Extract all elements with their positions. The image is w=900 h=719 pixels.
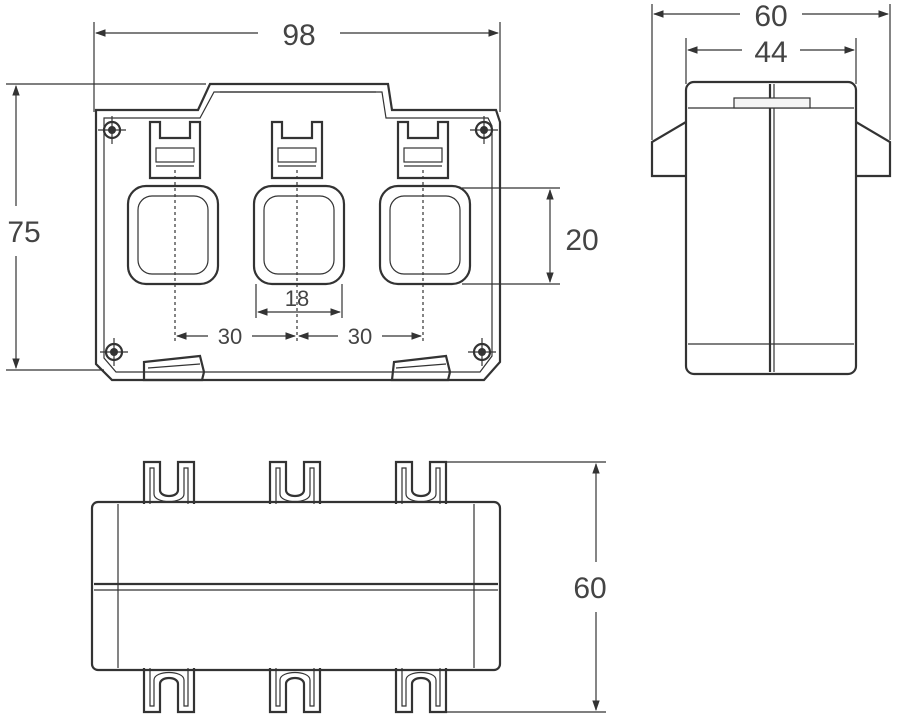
- window-3: [378, 184, 472, 286]
- dimension-side-width: 60: [651, 0, 891, 140]
- side-flange-right: [855, 121, 892, 178]
- window-1: [126, 184, 220, 286]
- front-body-outline: [94, 82, 502, 382]
- window-width-label: 18: [285, 286, 309, 311]
- foot-left: [142, 354, 206, 382]
- dimension-pitch: 30 30: [175, 324, 423, 349]
- front-width-label: 98: [282, 19, 315, 52]
- bottom-view: 60: [90, 460, 607, 714]
- pitch-right-label: 30: [348, 324, 372, 349]
- bottom-view-clip-top-1: [142, 460, 196, 504]
- front-view: 98 75 20 18 30: [6, 19, 599, 382]
- terminal-clip-3: [396, 120, 450, 180]
- window-2: [252, 184, 346, 286]
- dimension-front-height: 75: [6, 83, 206, 371]
- pitch-left-label: 30: [218, 324, 242, 349]
- dimension-bottom-depth: 60: [446, 461, 607, 713]
- bottom-depth-label: 60: [573, 572, 606, 605]
- side-width-label: 60: [754, 0, 787, 33]
- dimension-side-inner-width: 44: [685, 36, 857, 84]
- bottom-view-clip-bottom-2: [268, 668, 322, 714]
- dimension-front-width: 98: [93, 19, 501, 112]
- bottom-view-clip-top-3: [394, 460, 448, 504]
- front-height-label: 75: [7, 216, 40, 249]
- dimension-window-width: 18: [255, 284, 343, 318]
- window-height-label: 20: [565, 224, 598, 257]
- bottom-view-clip-top-2: [268, 460, 322, 504]
- bottom-view-clip-bottom-1: [142, 668, 196, 714]
- dimension-window-height: 20: [462, 187, 599, 285]
- side-top-tab: [733, 97, 811, 109]
- side-inner-width-label: 44: [754, 36, 787, 69]
- front-body-inner-outline: [103, 91, 493, 373]
- mounting-hole-bottom-right: [468, 338, 496, 366]
- foot-right: [390, 354, 452, 382]
- mounting-hole-bottom-left: [100, 338, 128, 366]
- side-view: 60 44: [650, 0, 892, 376]
- terminal-clip-2: [270, 120, 324, 180]
- terminal-clip-1: [148, 120, 202, 180]
- bottom-body-outline: [90, 500, 502, 672]
- mounting-hole-top-right: [470, 116, 498, 144]
- bottom-view-clip-bottom-3: [394, 668, 448, 714]
- side-body-outline: [684, 80, 858, 376]
- mounting-hole-top-left: [98, 116, 126, 144]
- side-flange-left: [650, 121, 687, 178]
